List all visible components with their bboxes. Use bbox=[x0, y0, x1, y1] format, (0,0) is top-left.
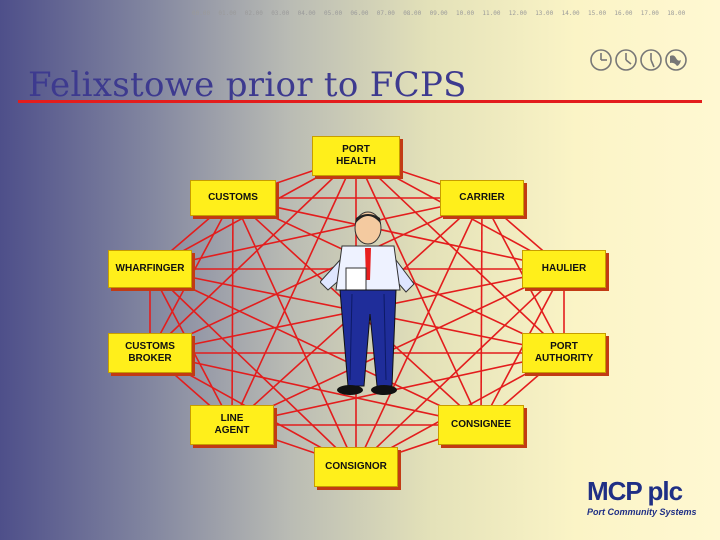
node-consignee: CONSIGNEE bbox=[438, 405, 524, 445]
node-consignor: CONSIGNOR bbox=[314, 447, 398, 487]
timeline-label: 18.00 bbox=[667, 10, 686, 17]
connection-line bbox=[149, 197, 483, 270]
timeline-label: 13.00 bbox=[535, 10, 554, 17]
node-customs-broker: CUSTOMS BROKER bbox=[108, 333, 192, 373]
page-title: Felixstowe prior to FCPS bbox=[28, 64, 467, 105]
connection-line bbox=[480, 197, 483, 426]
timeline-label: 02.00 bbox=[244, 10, 263, 17]
connection-line bbox=[355, 155, 482, 426]
timeline-label: 10.00 bbox=[456, 10, 475, 17]
node-haulier: HAULIER bbox=[522, 250, 606, 288]
connection-line bbox=[231, 352, 565, 426]
globe-icon bbox=[665, 49, 687, 71]
timeline-label: 07.00 bbox=[376, 10, 395, 17]
timeline-label: 08.00 bbox=[403, 10, 422, 17]
clock-icon bbox=[590, 49, 612, 71]
clock-icon bbox=[615, 49, 637, 71]
logo-title: MCP plc bbox=[587, 476, 683, 506]
timeline-label: 15.00 bbox=[588, 10, 607, 17]
timeline-label: 17.00 bbox=[640, 10, 659, 17]
connection-line bbox=[355, 268, 565, 468]
timeline-label: 03.00 bbox=[271, 10, 290, 17]
connection-line bbox=[149, 197, 483, 354]
node-carrier: CARRIER bbox=[440, 180, 524, 216]
connection-line bbox=[231, 268, 565, 426]
node-wharfinger: WHARFINGER bbox=[108, 250, 192, 288]
timeline-label: 11.00 bbox=[482, 10, 501, 17]
node-port-health: PORT HEALTH bbox=[312, 136, 400, 176]
timeline-label: 16.00 bbox=[614, 10, 633, 17]
connection-line bbox=[149, 352, 482, 426]
node-line-agent: LINE AGENT bbox=[190, 405, 274, 445]
timeline-label: 14.00 bbox=[561, 10, 580, 17]
clock-icons bbox=[590, 48, 694, 76]
timeline-label: 01.00 bbox=[218, 10, 237, 17]
connection-line bbox=[149, 268, 357, 468]
connection-line bbox=[232, 197, 565, 270]
timeline-label: 09.00 bbox=[429, 10, 448, 17]
timeline-label: 05.00 bbox=[324, 10, 343, 17]
node-customs: CUSTOMS bbox=[190, 180, 276, 216]
person-figure bbox=[320, 211, 415, 395]
connection-line bbox=[231, 155, 357, 426]
connection-line bbox=[231, 197, 234, 426]
title-underline bbox=[18, 100, 702, 103]
node-port-authority: PORT AUTHORITY bbox=[522, 333, 606, 373]
connection-line bbox=[232, 197, 357, 468]
logo-subtitle: Port Community Systems bbox=[587, 507, 697, 517]
mcp-logo: MCP plc Port Community Systems bbox=[587, 478, 697, 517]
connection-line bbox=[355, 155, 565, 354]
timeline: 00.00 01.00 02.00 03.00 04.00 05.00 06.00 07.00… bbox=[192, 10, 700, 24]
timeline-label: 00.00 bbox=[192, 10, 211, 17]
clock-icon bbox=[640, 49, 662, 71]
connection-line bbox=[355, 197, 483, 468]
connection-line bbox=[149, 268, 482, 426]
timeline-label: 06.00 bbox=[350, 10, 369, 17]
timeline-label: 12.00 bbox=[508, 10, 527, 17]
connection-line bbox=[149, 155, 357, 354]
timeline-label: 04.00 bbox=[297, 10, 316, 17]
